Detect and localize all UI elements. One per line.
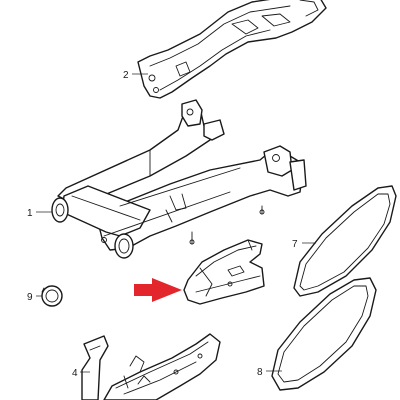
highlight-arrow [134,278,182,302]
callout-4: 4 [72,368,78,379]
chain-slider [183,239,265,305]
sprocket [41,285,63,307]
chain-upper [293,185,397,297]
upper-chain-guard [137,0,327,99]
callout-2: 2 [123,70,129,81]
callout-8: 8 [257,367,263,378]
swingarm [51,99,307,259]
callout-1: 1 [27,208,33,219]
chain-lower [271,277,377,391]
leader-lines [36,73,316,373]
callout-9: 9 [27,292,33,303]
lower-chain-guard [81,333,221,400]
callout-7: 7 [292,239,298,250]
